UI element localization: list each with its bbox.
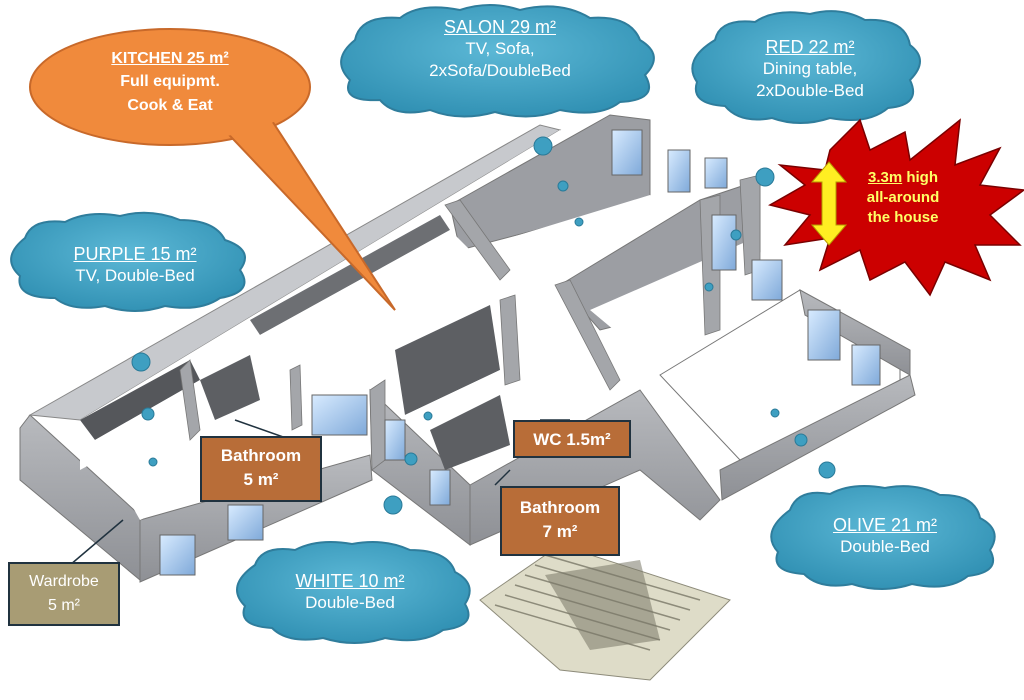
bath7-back: [430, 395, 510, 470]
purple-title: PURPLE 15 m²: [73, 244, 197, 264]
window: [851, 344, 881, 386]
height-rest: high: [902, 169, 939, 186]
white-label: WHITE 10 m² Double-Bed: [255, 570, 445, 614]
leader-line: [494, 469, 511, 486]
kitchen-label: KITCHEN 25 m² Full equipmt. Cook & Eat: [60, 48, 280, 118]
partition-7: [369, 379, 386, 471]
marker-dot: [423, 411, 433, 421]
salon-line1: TV, Sofa,: [465, 39, 535, 58]
salon-floor: [470, 195, 720, 300]
window: [429, 469, 451, 506]
window: [384, 419, 406, 461]
leader-line: [69, 519, 124, 566]
wardrobe-box: Wardrobe 5 m²: [8, 562, 120, 626]
olive-cloud: [770, 485, 996, 590]
bathroom-5-line1: Bathroom: [220, 446, 302, 465]
white-line1: Double-Bed: [305, 593, 395, 612]
olive-line1: Double-Bed: [840, 537, 930, 556]
marker-dot: [533, 136, 553, 156]
marker-dot: [755, 167, 775, 187]
wc-line1: WC 1.5m²: [533, 430, 611, 449]
marker-dot: [818, 461, 836, 479]
purple-back-wall: [80, 360, 200, 440]
red-title: RED 22 m²: [765, 37, 855, 57]
stair-shadow: [545, 560, 660, 650]
kitchen-floor: [260, 230, 510, 390]
white-title: WHITE 10 m²: [295, 571, 405, 591]
up-down-arrow-icon: [810, 161, 848, 246]
olive-label: OLIVE 21 m² Double-Bed: [790, 514, 980, 558]
height-line1: 3.3m high: [848, 168, 958, 188]
kitchen-line2: Cook & Eat: [127, 97, 213, 114]
wardrobe-line1: Wardrobe: [29, 573, 99, 590]
white-cloud: [236, 541, 471, 644]
wardrobe-line2: 5 m²: [48, 597, 80, 614]
marker-dots: [131, 136, 836, 515]
marker-dot: [148, 457, 158, 467]
partition-1: [179, 359, 201, 441]
partition-3: [444, 199, 511, 281]
purple-line1: TV, Double-Bed: [75, 266, 195, 285]
height-line2: all-around: [866, 189, 940, 206]
salon-label: SALON 29 m² TV, Sofa, 2xSofa/DoubleBed: [395, 16, 605, 82]
kitchen-callout: [29, 28, 396, 311]
kitchen-title: KITCHEN 25 m²: [111, 50, 229, 67]
marker-dot: [557, 180, 569, 192]
kitchen-line1: Full equipmt.: [120, 73, 220, 90]
window: [227, 504, 264, 541]
white-room-back: [395, 305, 500, 415]
red-cloud: [691, 10, 921, 124]
marker-dot: [794, 433, 808, 447]
bathroom-7-box: Bathroom 7 m²: [500, 486, 620, 556]
salon-title: SALON 29 m²: [443, 17, 557, 37]
kitchen-back-wall: [250, 215, 450, 335]
red-line2: 2xDouble-Bed: [756, 81, 864, 100]
height-star: [768, 118, 1024, 297]
purple-cloud: [10, 211, 246, 312]
purple-label: PURPLE 15 m² TV, Double-Bed: [30, 243, 240, 287]
partition-8: [499, 294, 521, 386]
window: [311, 394, 368, 436]
marker-dot: [131, 352, 151, 372]
window: [611, 129, 643, 176]
bathroom-5-box: Bathroom 5 m²: [200, 436, 322, 502]
salon-line2: 2xSofa/DoubleBed: [429, 61, 571, 80]
marker-dot: [383, 495, 403, 515]
marker-dot: [704, 282, 714, 292]
marker-dot: [770, 408, 780, 418]
wc-box: WC 1.5m²: [513, 420, 631, 458]
red-label: RED 22 m² Dining table, 2xDouble-Bed: [715, 36, 905, 102]
partition-4: [554, 279, 621, 391]
height-note: 3.3m high all-around the house: [848, 168, 958, 228]
marker-dot: [141, 407, 155, 421]
house-model: [19, 114, 916, 681]
height-value: 3.3m: [867, 169, 903, 186]
partition-2: [289, 364, 303, 431]
bathroom-7-line1: Bathroom: [519, 498, 601, 517]
salon-cloud: [340, 4, 655, 118]
bath5-back: [200, 355, 260, 420]
red-line1: Dining table,: [762, 59, 858, 78]
purple-floor: [95, 380, 280, 520]
window: [704, 157, 728, 189]
olive-title: OLIVE 21 m²: [832, 515, 938, 535]
window: [667, 149, 691, 193]
marker-dot: [730, 229, 742, 241]
marker-dot: [404, 452, 418, 466]
height-line3: the house: [867, 209, 939, 226]
bathroom-7-line2: 7 m²: [542, 522, 578, 541]
window: [751, 259, 783, 301]
window: [807, 309, 841, 361]
bathroom-5-line2: 5 m²: [243, 470, 279, 489]
marker-dot: [574, 217, 584, 227]
window: [159, 534, 196, 576]
window: [711, 214, 737, 271]
